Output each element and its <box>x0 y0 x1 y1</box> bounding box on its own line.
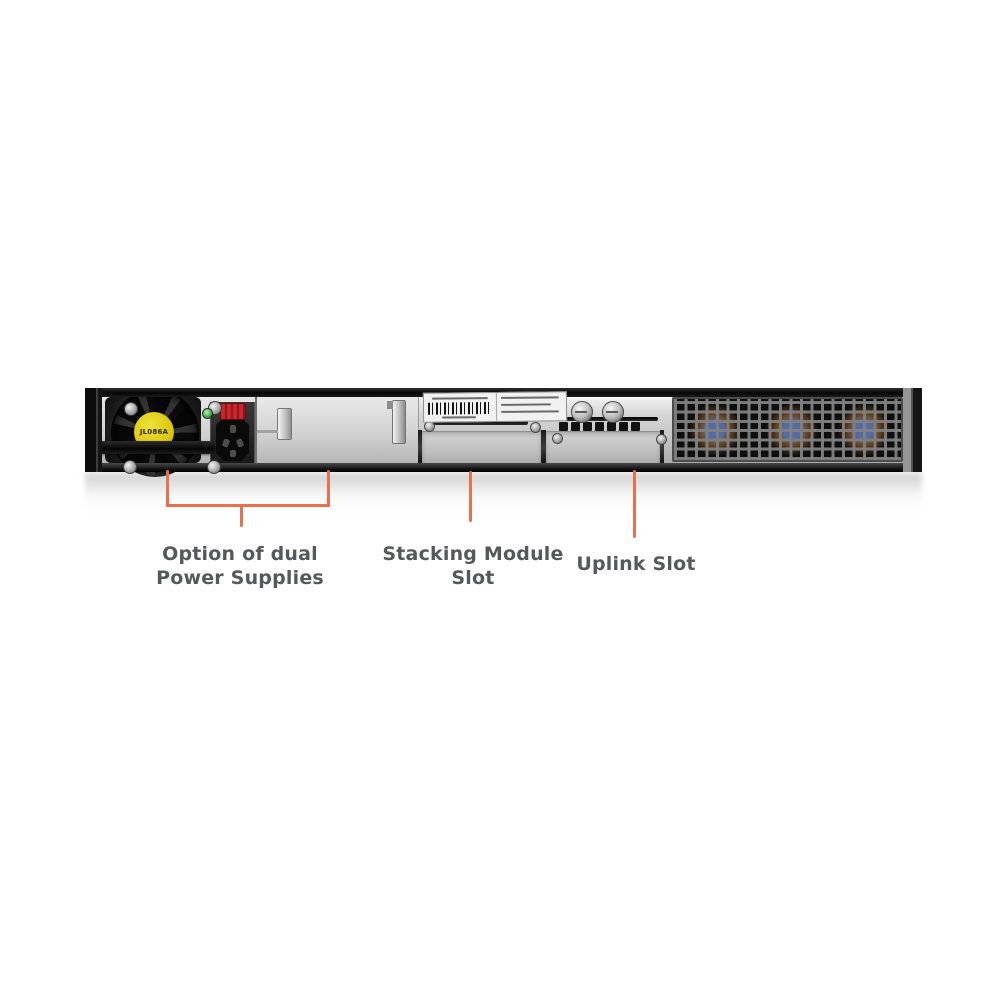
power-cord-retainer-clip <box>220 403 246 420</box>
socket-pin <box>230 425 236 433</box>
callout-label-stacking-module: Stacking Module Slot <box>358 542 588 590</box>
screw-icon <box>656 434 667 445</box>
left-end-cap <box>85 388 102 472</box>
right-end-cap <box>903 388 922 472</box>
psu-fan-module: JL086A <box>97 389 222 477</box>
callout-uplink-line <box>633 470 636 538</box>
chassis-bottom-edge <box>85 463 922 472</box>
screw-icon <box>124 402 138 416</box>
power-supply-bay-2-blank <box>257 397 419 463</box>
callout-label-line: Slot <box>451 567 495 589</box>
callout-bracket-right-line <box>327 470 330 507</box>
uplink-vent-row <box>559 422 640 431</box>
thumbscrew-icon <box>602 401 624 423</box>
callout-label-uplink-slot: Uplink Slot <box>536 552 736 576</box>
callout-label-line: Stacking Module <box>382 543 564 565</box>
callout-label-line: Power Supplies <box>156 567 324 589</box>
screw-icon <box>552 433 563 444</box>
power-status-led <box>202 408 213 419</box>
c14-socket-icon <box>216 417 249 461</box>
callout-bracket-left-line <box>166 470 169 507</box>
callout-label-dual-power: Option of dual Power Supplies <box>125 542 355 590</box>
fan-vent-grille <box>672 397 903 462</box>
socket-pin <box>235 438 245 448</box>
bay-handle <box>257 408 292 440</box>
screw-icon <box>530 422 541 433</box>
sticker-text-half <box>497 392 566 421</box>
callout-bracket-horizontal-line <box>166 504 330 507</box>
chassis-reflection <box>85 473 922 515</box>
uplink-slot-opening <box>549 417 658 421</box>
fan-part-number: JL086A <box>139 428 169 436</box>
psu-pull-handle <box>97 441 215 454</box>
bay-latch <box>387 400 406 444</box>
screw-icon <box>207 460 221 474</box>
barcode-icon <box>427 402 491 415</box>
switch-rear-panel: JL086A <box>85 388 922 477</box>
module-slot-area <box>418 388 672 472</box>
screw-icon <box>123 460 137 474</box>
callout-bracket-stem-line <box>240 506 243 527</box>
power-supply-1: JL086A <box>97 389 257 477</box>
uplink-slot-blank <box>542 430 664 466</box>
serial-label-sticker <box>422 391 568 423</box>
sticker-barcode-half <box>423 392 498 422</box>
stacking-module-slot-blank <box>418 430 545 466</box>
thumbscrew-icon <box>571 401 593 423</box>
callout-stacking-line <box>469 471 472 522</box>
socket-pin <box>230 450 236 457</box>
socket-pin <box>221 438 231 448</box>
callout-label-line: Option of dual <box>162 543 318 565</box>
callout-label-line: Uplink Slot <box>576 553 696 575</box>
